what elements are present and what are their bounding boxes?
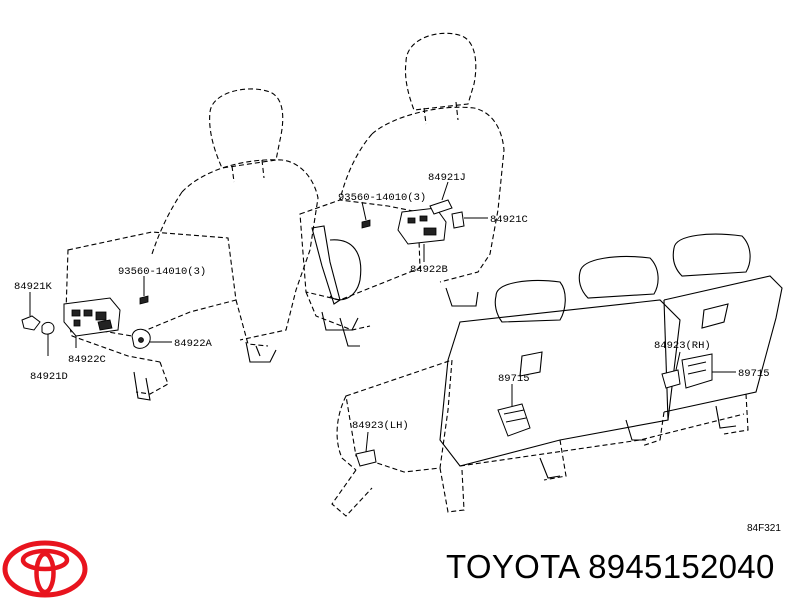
part-84922B-switch bbox=[397, 207, 447, 245]
callout-84921C: 84921C bbox=[490, 214, 528, 226]
part-screw-front bbox=[139, 295, 149, 305]
part-caption: TOYOTA 8945152040 bbox=[446, 548, 775, 586]
part-84922C-switch bbox=[63, 297, 121, 337]
diagram-reference-code: 84F321 bbox=[747, 523, 781, 534]
part-84921J bbox=[429, 199, 453, 215]
rear-bench-seat bbox=[331, 233, 783, 517]
callout-93560-front: 93560-14010(3) bbox=[118, 266, 206, 278]
callout-89715-left: 89715 bbox=[498, 373, 530, 385]
callout-84921K: 84921K bbox=[14, 281, 53, 293]
part-screw-rear bbox=[361, 219, 371, 229]
callout-84922C: 84922C bbox=[68, 354, 106, 366]
leader-lines bbox=[29, 181, 736, 453]
part-84922A-knob bbox=[131, 328, 151, 349]
callout-84923-lh: 84923(LH) bbox=[352, 420, 409, 432]
part-89715-left bbox=[497, 403, 531, 437]
part-84923RH bbox=[661, 369, 681, 389]
callout-84921D: 84921D bbox=[30, 371, 68, 383]
callout-labels: 84921K 84921D 84922C 93560-14010(3) 8492… bbox=[14, 172, 770, 432]
brand-name: TOYOTA bbox=[446, 548, 579, 585]
front-right-seat bbox=[299, 32, 505, 347]
part-84923LH bbox=[355, 449, 377, 467]
toyota-logo-icon bbox=[2, 540, 88, 598]
callout-89715-right: 89715 bbox=[738, 368, 770, 380]
callout-84921J: 84921J bbox=[428, 172, 466, 184]
part-84921D bbox=[41, 321, 55, 335]
callout-93560-rear: 93560-14010(3) bbox=[338, 192, 426, 204]
callout-84923-rh: 84923(RH) bbox=[654, 340, 711, 352]
part-number: 8945152040 bbox=[588, 548, 775, 585]
part-84921C bbox=[451, 211, 465, 229]
callout-84922A: 84922A bbox=[174, 338, 213, 350]
part-84921K bbox=[21, 315, 41, 331]
callout-84922B: 84922B bbox=[410, 264, 448, 276]
part-89715-right bbox=[681, 353, 713, 389]
